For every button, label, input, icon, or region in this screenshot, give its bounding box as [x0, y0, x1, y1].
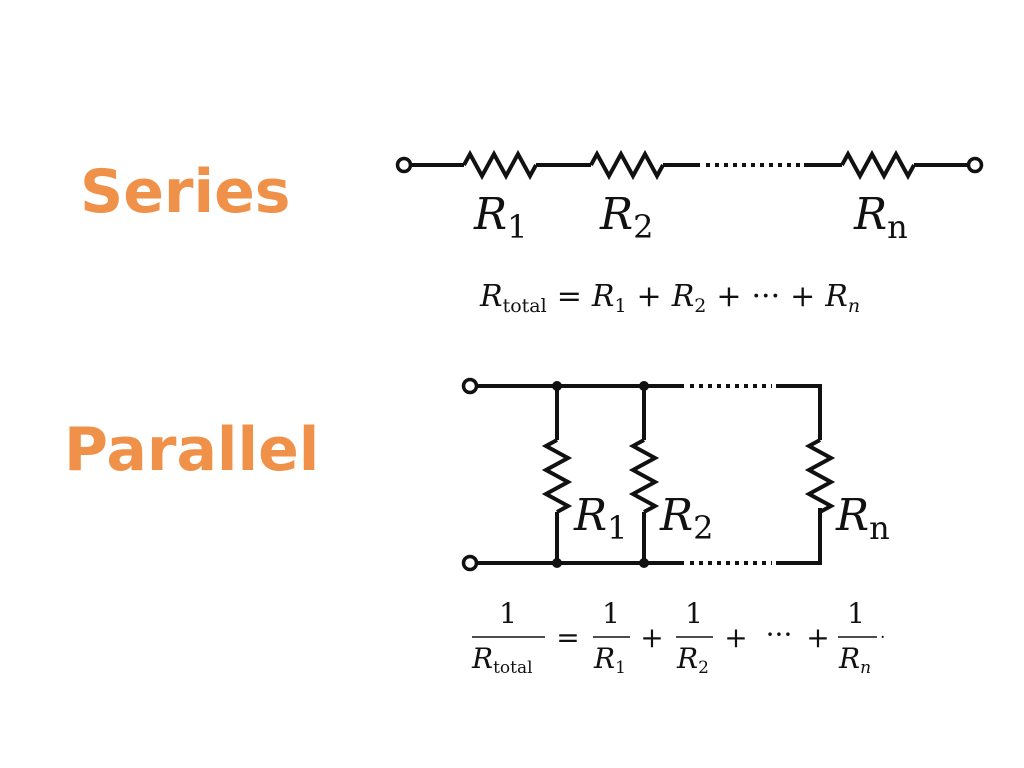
- series-resistor-1: [462, 149, 538, 181]
- parallel-junction: [552, 558, 562, 568]
- parallel-formula: 1 Rtotal = 1 R1 + 1 R2 + ··· + 1 Rn .: [471, 597, 885, 678]
- formula-numerator: 1: [847, 597, 865, 630]
- parallel-junction: [639, 558, 649, 568]
- parallel-top-rail-end: [776, 384, 822, 440]
- series-resistor-n: [840, 149, 916, 181]
- series-label-r1: R1: [473, 189, 528, 246]
- parallel-label-r2: R2: [659, 490, 714, 547]
- parallel-label-r1: R1: [573, 490, 628, 547]
- series-label-r2: R2: [599, 189, 654, 246]
- formula-period: .: [880, 623, 885, 643]
- series-heading: Series: [80, 157, 291, 227]
- parallel-circuit: [461, 377, 836, 572]
- series-circuit: [395, 149, 984, 181]
- formula-denominator: R1: [593, 642, 626, 678]
- parallel-top-terminal: [461, 377, 479, 395]
- parallel-resistor-2: [628, 438, 660, 514]
- parallel-resistor-1: [541, 438, 573, 514]
- formula-numerator: 1: [685, 597, 703, 630]
- formula-denominator: R2: [676, 642, 709, 678]
- formula-numerator: 1: [499, 597, 517, 630]
- formula-denominator: Rn: [838, 642, 871, 678]
- formula-equals: =: [556, 621, 579, 654]
- formula-plus: +: [724, 621, 747, 654]
- series-resistor-2: [589, 149, 665, 181]
- formula-plus: +: [806, 621, 829, 654]
- formula-numerator: 1: [602, 597, 620, 630]
- parallel-label-rn: Rn: [835, 490, 890, 547]
- parallel-bottom-terminal: [461, 554, 479, 572]
- formula-ellipsis: ···: [766, 618, 793, 651]
- series-left-terminal: [395, 156, 413, 174]
- parallel-junction: [552, 381, 562, 391]
- formula-denominator: Rtotal: [471, 642, 533, 678]
- series-formula: Rtotal=R1+R2+···+Rn: [479, 279, 860, 317]
- parallel-bottom-rail-end: [776, 508, 822, 565]
- parallel-heading: Parallel: [64, 415, 320, 485]
- series-right-terminal: [966, 156, 984, 174]
- parallel-resistor-n: [804, 438, 836, 514]
- series-label-rn: Rn: [853, 189, 908, 246]
- parallel-junction: [639, 381, 649, 391]
- formula-plus: +: [640, 621, 663, 654]
